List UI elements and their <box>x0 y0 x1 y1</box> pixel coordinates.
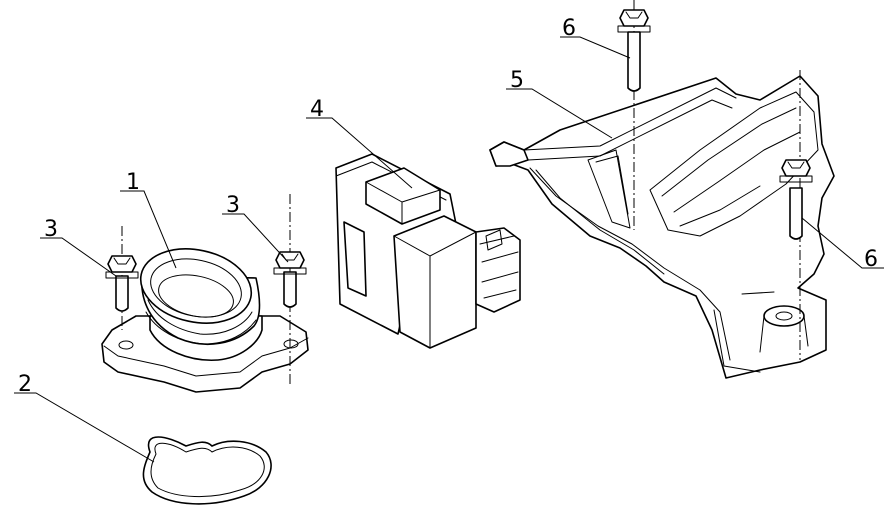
part-1-flange-pipe <box>101 248 309 393</box>
part-5-cover-bracket <box>489 75 835 379</box>
leader-6-top <box>560 36 631 59</box>
part-6-bolt-top <box>617 0 651 230</box>
part-4-relay <box>335 153 521 349</box>
leader-lines <box>14 36 884 463</box>
callout-4: 4 <box>310 97 324 122</box>
part-3-bolt-left <box>105 226 139 330</box>
part-6-bolt-right <box>779 70 813 360</box>
leader-6-right <box>801 217 884 269</box>
leader-1 <box>120 190 177 269</box>
part-3-bolt-right <box>273 194 307 384</box>
callout-labels: 1 2 3 3 4 5 6 6 <box>18 16 878 397</box>
callout-3-left: 3 <box>44 217 58 242</box>
part-2-gasket <box>142 436 272 505</box>
callout-6-top: 6 <box>562 16 576 41</box>
leader-4 <box>306 117 413 189</box>
leader-3-left <box>40 237 117 277</box>
leader-2 <box>14 392 155 463</box>
callout-1: 1 <box>126 170 140 195</box>
callout-6-right: 6 <box>864 247 878 272</box>
leader-3-right <box>222 213 289 263</box>
callout-5: 5 <box>510 68 524 93</box>
leader-5 <box>506 88 613 139</box>
callout-3-right: 3 <box>226 193 240 218</box>
callout-2: 2 <box>18 372 32 397</box>
